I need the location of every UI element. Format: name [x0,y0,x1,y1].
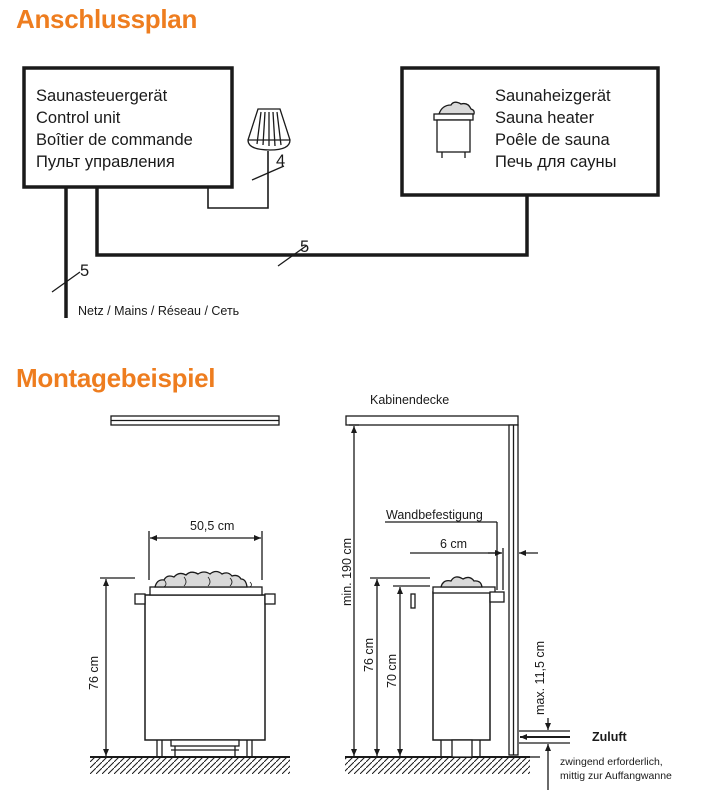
max-height-label: max. 11,5 cm [533,641,547,715]
control-unit-label-ru: Пульт управления [36,153,175,171]
heater-label-de: Saunaheizgerät [495,87,611,105]
control-unit-label-en: Control unit [36,109,121,127]
wire-label-heater: 5 [300,238,309,256]
wire-label-sensor: 4 [276,152,285,170]
front-view [90,415,290,774]
wall-gap-label: 6 cm [440,537,467,551]
supply-air-label: Zuluft [592,730,628,744]
sauna-heater-box [400,66,660,197]
wire-label-mains: 5 [80,262,89,280]
wall-mount-label: Wandbefestigung [386,508,483,522]
connection-plan: Saunasteuergerät Control unit Boîtier de… [22,66,660,318]
heater-label-fr: Poêle de sauna [495,131,611,149]
front-width-label: 50,5 cm [190,519,234,533]
heading-connection-plan: Anschlussplan [16,4,198,34]
inner-height-label: 70 cm [385,654,399,688]
wiring [51,151,529,318]
ceiling-label: Kabinendecke [370,393,449,407]
heater-label-ru: Печь для сауны [495,153,617,171]
heater-label-en: Sauna heater [495,109,595,127]
side-height-label: 76 cm [362,638,376,672]
heater-icon [433,101,475,158]
min-height-label: min. 190 cm [340,538,354,606]
control-unit-box [22,66,234,189]
control-unit-label-de: Saunasteuergerät [36,87,168,105]
heading-mounting-example: Montagebeispiel [16,363,216,393]
supply-note-1: zwingend erforderlich, [560,756,663,768]
side-view [345,415,570,790]
sensor-icon [247,108,291,151]
mains-label: Netz / Mains / Réseau / Сеть [78,304,239,318]
front-height-label: 76 cm [87,656,101,690]
supply-note-2: mittig zur Auffangwanne [560,770,672,782]
control-unit-label-fr: Boîtier de commande [36,131,193,149]
